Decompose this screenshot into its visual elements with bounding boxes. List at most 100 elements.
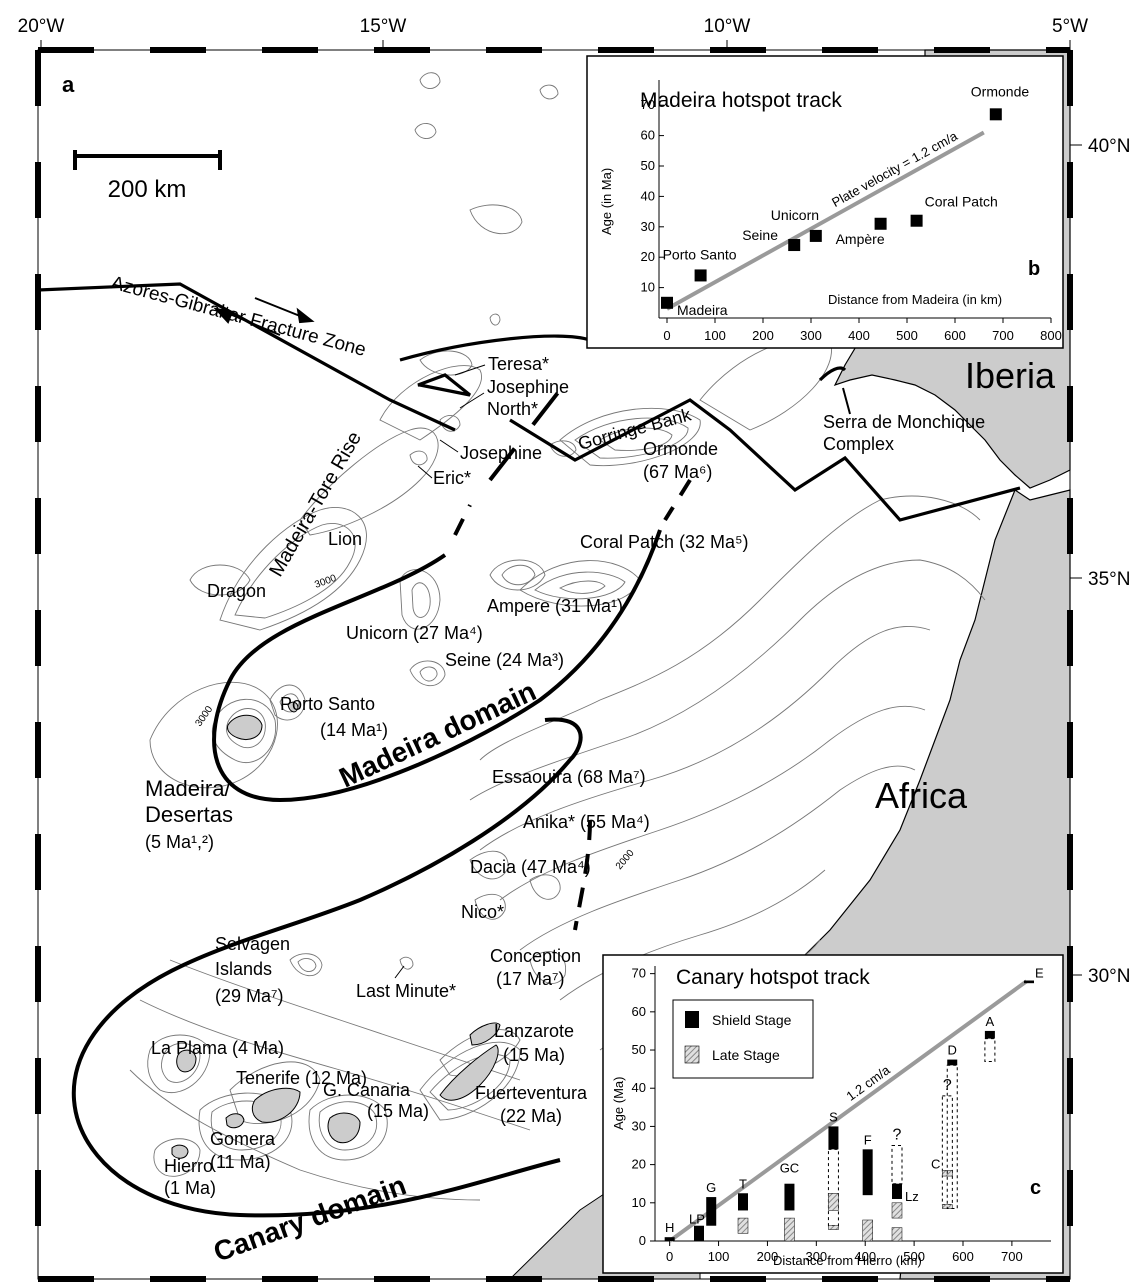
iberia-label: Iberia (965, 355, 1056, 396)
c-x-tick-label: 500 (903, 1249, 925, 1264)
c-late-bar (828, 1225, 839, 1230)
label-gcanaria-1: G. Canaria (323, 1080, 411, 1100)
b-point-label: Unicorn (771, 207, 819, 223)
c-shield-bar (706, 1197, 717, 1226)
serra-label-2: Complex (823, 434, 894, 454)
africa-label: Africa (875, 775, 968, 816)
b-point-label: Ampère (836, 231, 885, 247)
label-fuerteventura-2: (22 Ma) (500, 1106, 562, 1126)
bathymetry-contours (129, 72, 986, 1201)
c-shield-bar (984, 1030, 995, 1039)
inset-b-panel-letter: b (1028, 258, 1040, 280)
la-palma-island (176, 1049, 197, 1073)
b-x-tick-label: 500 (896, 328, 918, 343)
inset-b-ylabel: Age (in Ma) (599, 168, 614, 235)
label-selvagen-2: Islands (215, 959, 272, 979)
c-shield-bar (664, 1237, 675, 1241)
fracture-zone-west (37, 282, 456, 432)
c-bar-label: D (948, 1043, 957, 1058)
islands (171, 701, 501, 1159)
label-tenerife: Tenerife (12 Ma) (236, 1068, 367, 1088)
c-shield-bar (892, 1183, 902, 1199)
label-last-minute: Last Minute* (356, 981, 456, 1001)
label-hierro-2: (1 Ma) (164, 1178, 216, 1198)
label-hierro-1: Hierro (164, 1156, 213, 1176)
legend-swatch-late (684, 1045, 700, 1064)
c-x-tick-label: 600 (952, 1249, 974, 1264)
label-gomera-2: (11 Ma) (210, 1152, 271, 1172)
label-dragon: Dragon (207, 581, 266, 601)
label-josephine-north-2: North* (487, 399, 538, 419)
label-la-palma: La Plama (4 Ma) (151, 1038, 284, 1058)
b-y-tick-label: 70 (641, 97, 655, 112)
b-x-tick-label: 700 (992, 328, 1014, 343)
c-y-tick-label: 40 (632, 1080, 646, 1095)
lon-label-15w: 15°W (360, 16, 407, 37)
madeira-domain-dash-1 (453, 504, 472, 536)
c-shield-bar (738, 1193, 748, 1211)
c-shield-bar (694, 1225, 704, 1241)
b-x-tick-label: 600 (944, 328, 966, 343)
c-bar-label: S (829, 1109, 838, 1124)
label-dacia: Dacia (47 Ma⁴) (470, 857, 591, 877)
c-late-bar (891, 1227, 903, 1242)
b-x-tick-label: 200 (752, 328, 774, 343)
label-lion: Lion (328, 529, 362, 549)
b-x-tick-label: 0 (663, 328, 670, 343)
label-madeira-2: Desertas (145, 802, 233, 827)
lon-label-20w: 20°W (18, 16, 65, 37)
domain-outlines (71, 388, 692, 1218)
label-madeira-1: Madeira/ (145, 776, 231, 801)
canary-domain-line (71, 717, 583, 1218)
b-point-label: Madeira (677, 302, 728, 318)
label-conception-2: (17 Ma⁷) (496, 969, 565, 989)
fuerteventura-island (439, 1044, 499, 1101)
b-point-label: Ormonde (971, 83, 1030, 99)
c-bar-label: H (665, 1220, 674, 1235)
b-point-label: Seine (742, 227, 778, 243)
c-x-tick-label: 200 (757, 1249, 779, 1264)
gomera-island (225, 1113, 245, 1129)
c-shield-bar (1024, 980, 1034, 984)
b-y-tick-label: 50 (641, 158, 655, 173)
c-x-tick-label: 700 (1001, 1249, 1023, 1264)
label-fuerteventura-1: Fuerteventura (475, 1083, 588, 1103)
c-question-mark: ? (943, 1077, 952, 1094)
b-point (910, 214, 923, 227)
legend-swatch-shield (685, 1011, 699, 1028)
ridge-top (399, 334, 591, 362)
b-point (874, 217, 887, 230)
b-point (809, 229, 822, 242)
c-y-tick-label: 30 (632, 1118, 646, 1133)
porto-santo-island (287, 701, 299, 713)
hierro-island (171, 1144, 189, 1159)
inset-c-xlabel: Distance from Hierro (km) (773, 1253, 922, 1268)
seamount-labels: Teresa* Josephine North* Josephine Eric*… (145, 354, 749, 1198)
lon-label-5w: 5°W (1052, 16, 1088, 37)
c-fit-line (668, 979, 1028, 1243)
b-point (989, 108, 1002, 121)
c-bar-label: G (706, 1180, 716, 1195)
c-y-tick-label: 0 (639, 1233, 646, 1248)
madeira-island (227, 714, 263, 740)
madeira-domain-line (212, 529, 662, 803)
c-x-tick-label: 100 (708, 1249, 730, 1264)
inset-madeira-hotspot-track: Madeira hotspot track b Distance from Ma… (586, 55, 1064, 349)
teresa-outline (417, 373, 471, 397)
c-late-bar (784, 1217, 795, 1242)
c-y-tick-label: 70 (632, 966, 646, 981)
b-point (788, 239, 801, 252)
inset-c-title: Canary hotspot track (676, 966, 870, 989)
lat-label-40n: 40°N (1088, 136, 1130, 157)
madeira-domain-dash-2 (488, 388, 562, 482)
label-teresa: Teresa* (488, 354, 549, 374)
label-selvagen-3: (29 Ma⁷) (215, 986, 284, 1006)
label-lanzarote-2: (15 Ma) (503, 1045, 565, 1065)
b-y-tick-label: 10 (641, 280, 655, 295)
c-bar-label: T (739, 1176, 747, 1191)
b-x-tick-label: 100 (704, 328, 726, 343)
label-seine: Seine (24 Ma³) (445, 650, 564, 670)
c-late-bar (891, 1202, 903, 1219)
b-y-tick-label: 60 (641, 128, 655, 143)
b-x-tick-label: 300 (800, 328, 822, 343)
